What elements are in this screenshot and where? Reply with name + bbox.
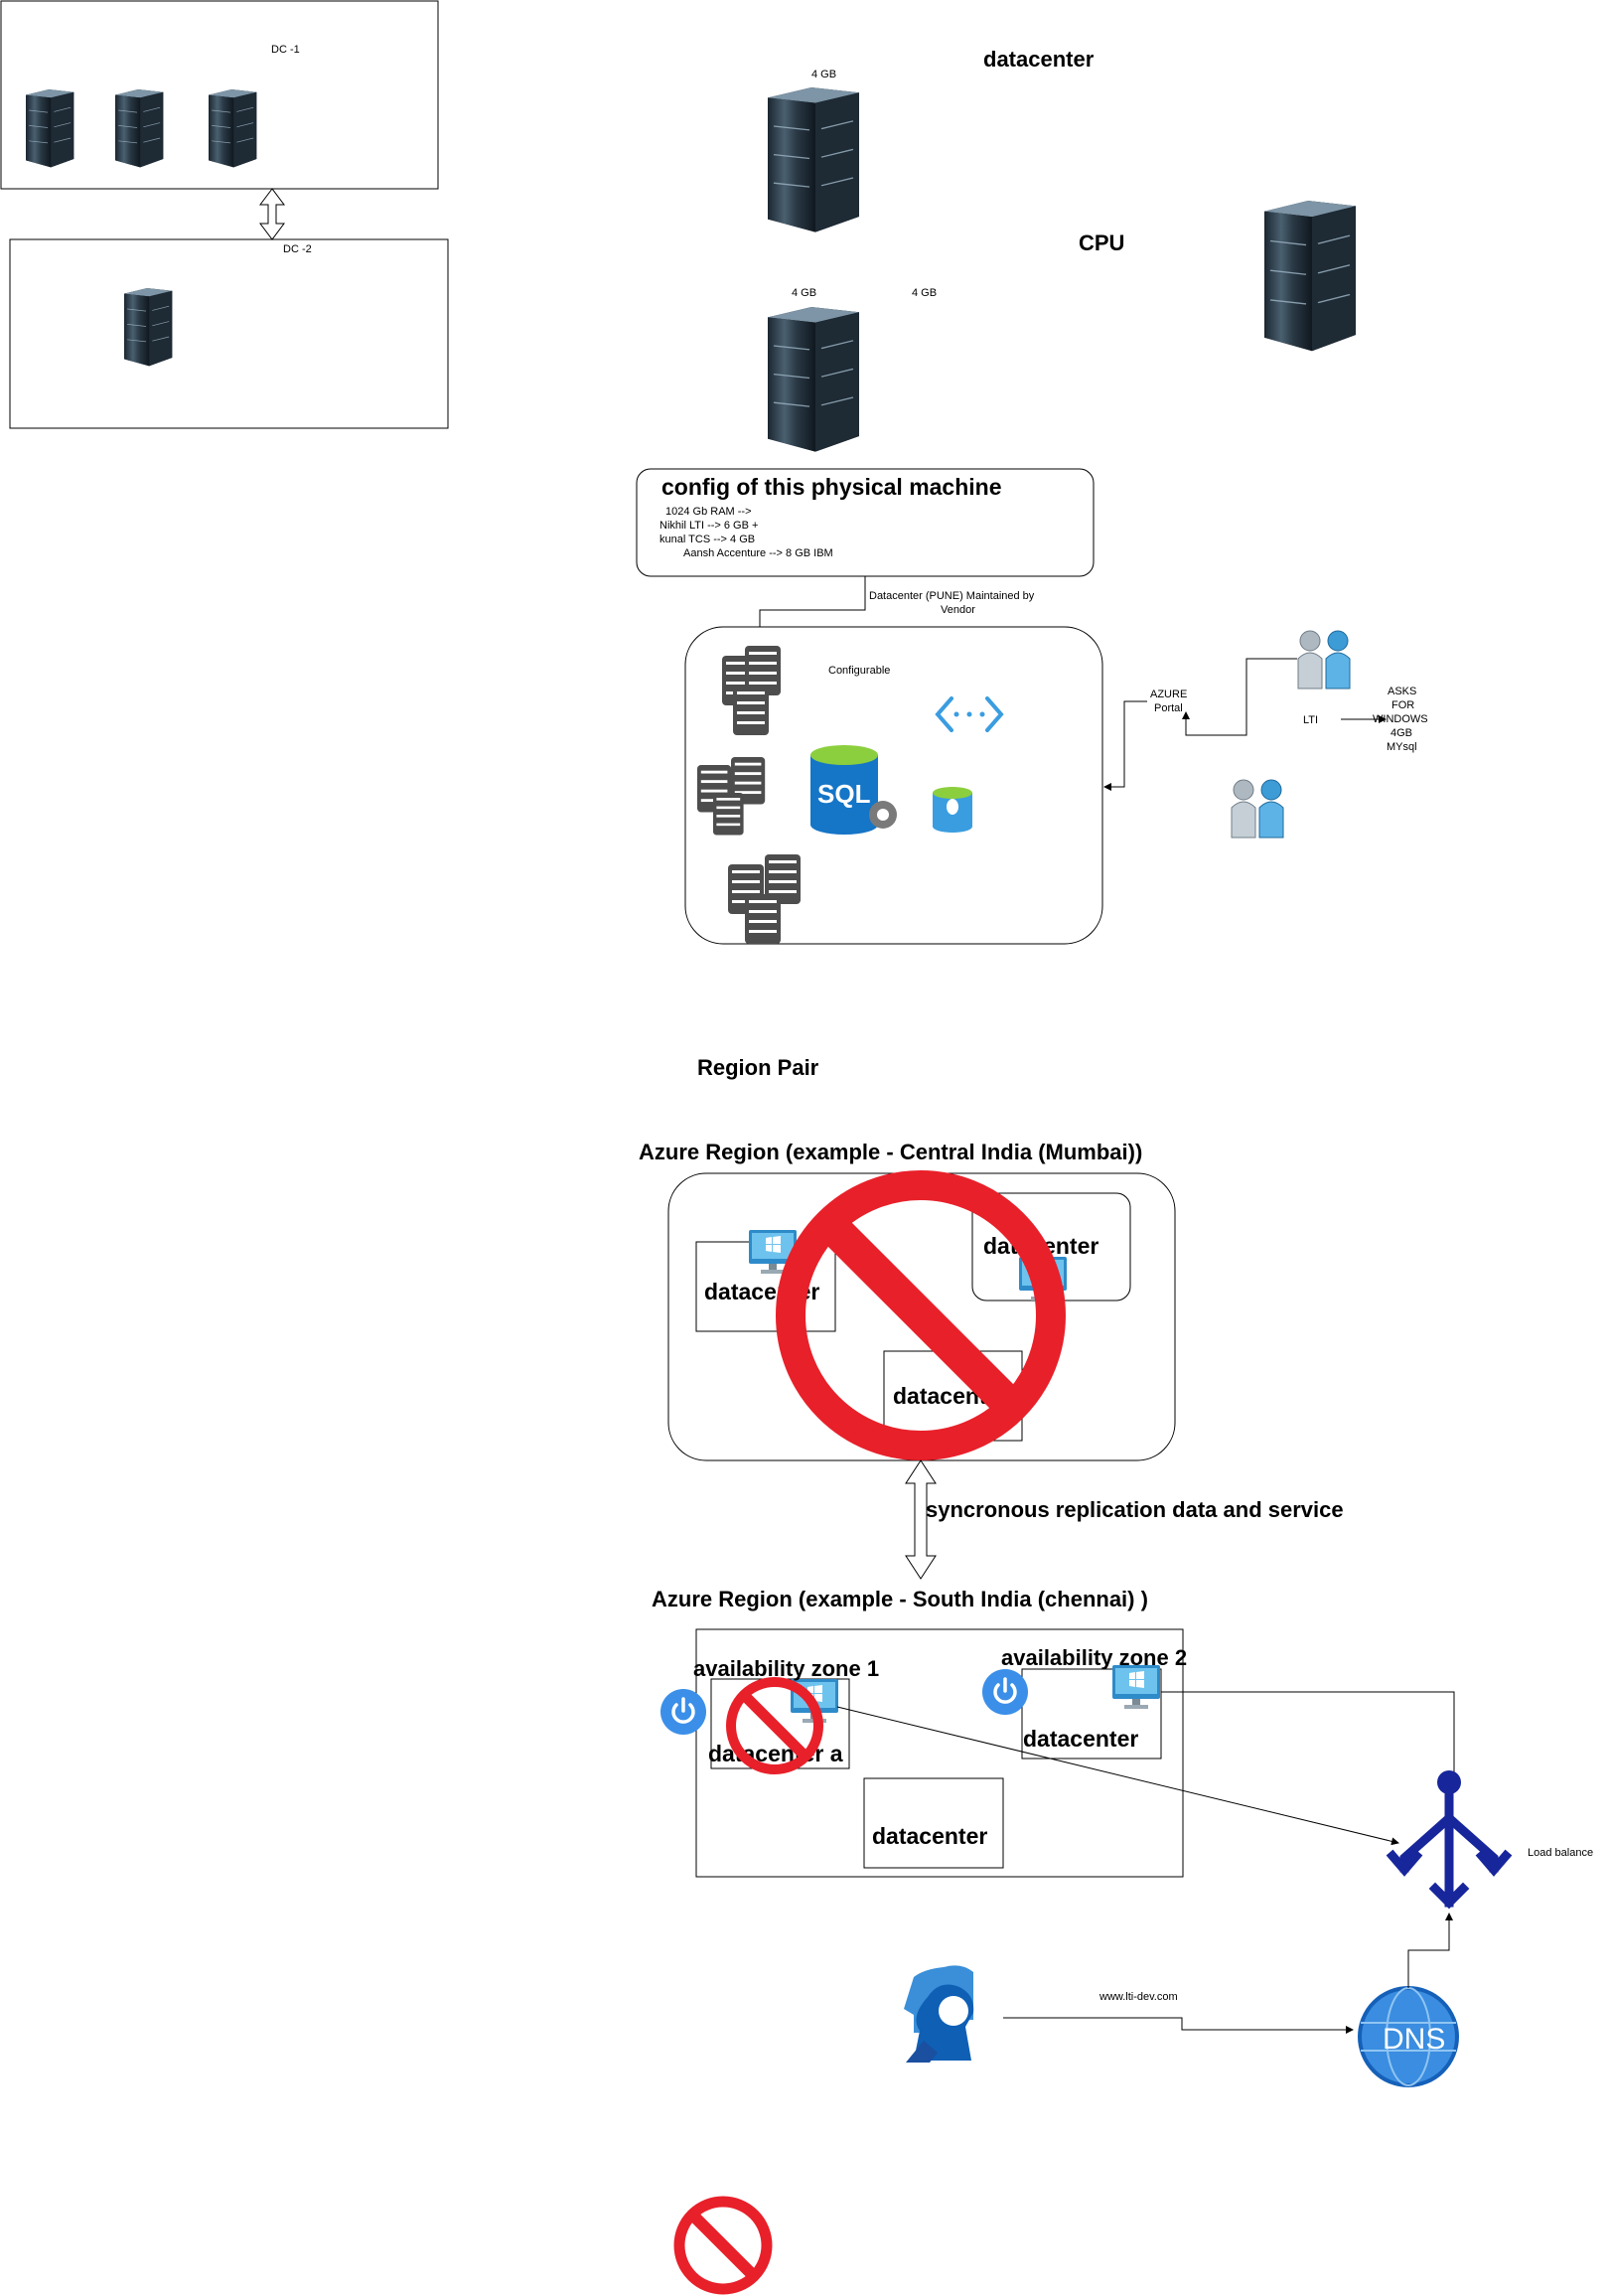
- chennai-datacenter-box-3: [863, 1777, 1004, 1869]
- power-icon: [659, 1687, 708, 1737]
- svg-text:DNS: DNS: [1383, 2023, 1445, 2056]
- lti-label: LTI: [1303, 714, 1318, 726]
- connector-users-dns: [1003, 2017, 1354, 2034]
- server-rack-icon: [767, 86, 860, 233]
- config-line-1: 1024 Gb RAM -->: [665, 506, 752, 518]
- chennai-datacenter-label-3: datacenter: [872, 1823, 987, 1849]
- title-datacenter: datacenter: [983, 47, 1095, 72]
- asks-line-5: MYsql: [1387, 741, 1417, 753]
- azure-portal-line1: AZURE: [1150, 689, 1187, 700]
- asks-line-4: 4GB: [1390, 727, 1412, 739]
- connector-az2-lb: [1161, 1691, 1455, 1778]
- asks-line-1: ASKS: [1388, 686, 1416, 697]
- dc1-label: DC -1: [271, 44, 300, 56]
- az1-title: availability zone 1: [693, 1656, 879, 1681]
- asks-line-2: FOR: [1391, 699, 1414, 711]
- connector-portal-pune: [1103, 700, 1147, 791]
- server-rack-icon: [1263, 200, 1357, 353]
- connector-az1-lb: [836, 1706, 1399, 1846]
- load-balance-label: Load balance: [1528, 1847, 1593, 1859]
- config-line-4: Aansh Accenture --> 8 GB IBM: [683, 547, 833, 559]
- dc2-label: DC -2: [283, 243, 312, 255]
- users-icon: [1297, 630, 1351, 689]
- config-line-2: Nikhil LTI --> 6 GB +: [659, 520, 758, 532]
- prohibited-icon: [673, 2196, 773, 2295]
- power-icon: [980, 1667, 1030, 1717]
- server-rack-icon: [114, 88, 164, 168]
- server-rack-icon: [767, 306, 860, 453]
- connector-config-pune: [756, 576, 866, 641]
- pune-label-line1: Datacenter (PUNE) Maintained by: [869, 590, 1035, 602]
- server-rack-icon: [208, 88, 257, 168]
- sql-server-icon: SQL: [810, 745, 897, 835]
- dns-icon: DNS: [1358, 1986, 1459, 2087]
- bidirectional-arrow-dc: [259, 188, 285, 240]
- az1-datacenter-label: datacenter a: [708, 1741, 843, 1766]
- dc1-box: [0, 0, 439, 190]
- replication-label: syncronous replication data and service: [926, 1497, 1344, 1522]
- dc2-box: [9, 238, 449, 429]
- ram-label-c: 4 GB: [912, 287, 937, 299]
- az2-title: availability zone 2: [1001, 1645, 1187, 1670]
- config-line-3: kunal TCS --> 4 GB: [659, 534, 755, 545]
- azure-portal-line2: Portal: [1154, 702, 1183, 714]
- mumbai-region-title: Azure Region (example - Central India (M…: [639, 1140, 1142, 1164]
- url-label: www.lti-dev.com: [1098, 1991, 1178, 2003]
- configurable-label: Configurable: [828, 665, 890, 677]
- server-rack-icon: [25, 88, 74, 168]
- server-rack-icon: [123, 287, 173, 367]
- ram-label-b: 4 GB: [792, 287, 816, 299]
- region-pair-title: Region Pair: [697, 1055, 819, 1080]
- load-balancer-icon: [1386, 1770, 1513, 1910]
- config-title: config of this physical machine: [661, 474, 1002, 500]
- asks-line-3: WINDOWS: [1373, 713, 1428, 725]
- chennai-region-title: Azure Region (example - South India (che…: [652, 1587, 1148, 1611]
- az2-datacenter-label: datacenter: [1023, 1726, 1138, 1752]
- database-icon: [933, 787, 972, 833]
- virtual-network-icon: [935, 696, 1004, 732]
- prohibited-icon: [726, 1677, 823, 1774]
- connector-dns-lb: [1407, 1913, 1453, 1988]
- pune-label-line2: Vendor: [941, 604, 975, 616]
- bidirectional-arrow-replication: [905, 1459, 937, 1580]
- users-group-icon: [904, 1965, 974, 2063]
- prohibited-icon: [776, 1170, 1066, 1460]
- ram-label-a: 4 GB: [811, 69, 836, 80]
- connector-users-portal: [1182, 658, 1297, 736]
- svg-text:SQL: SQL: [817, 779, 871, 809]
- title-cpu: CPU: [1079, 230, 1124, 255]
- users-icon: [1231, 779, 1284, 839]
